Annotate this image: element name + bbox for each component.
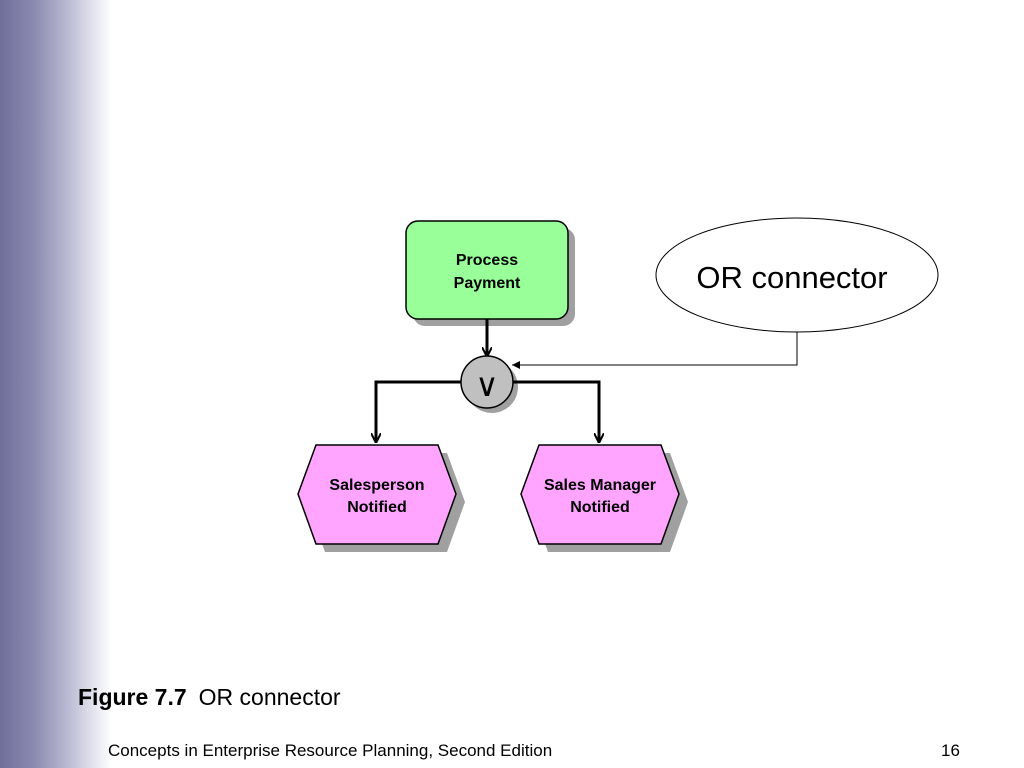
figure-number: Figure 7.7 xyxy=(78,684,187,710)
footer-book-title: Concepts in Enterprise Resource Planning… xyxy=(108,741,553,760)
figure-caption-text: OR connector xyxy=(198,684,341,710)
process-payment-box: Process Payment xyxy=(405,220,575,326)
event-salesperson-notified: Salesperson Notified xyxy=(297,444,465,552)
connector-to-manager-arrow xyxy=(513,380,599,442)
event-sales-manager-notified: Sales Manager Notified xyxy=(520,444,688,552)
or-connector-symbol: ∨ xyxy=(460,355,518,413)
figure-caption: Figure 7.7 OR connector xyxy=(78,684,341,711)
manager-label-line1: Sales Manager xyxy=(544,477,656,494)
footer-page-number: 16 xyxy=(941,741,960,760)
process-label-line2: Payment xyxy=(454,275,521,292)
callout-label: OR connector xyxy=(696,260,887,295)
callout-bubble: OR connector xyxy=(655,217,939,333)
connector-to-salesperson-arrow xyxy=(376,380,461,442)
callout-leader-arrow xyxy=(512,332,798,369)
salesperson-label-line1: Salesperson xyxy=(329,477,424,494)
manager-label-line2: Notified xyxy=(570,499,630,516)
side-gradient-band xyxy=(0,0,112,768)
or-operator-glyph: ∨ xyxy=(475,366,498,404)
salesperson-label-line2: Notified xyxy=(347,499,407,516)
process-label-line1: Process xyxy=(456,252,518,269)
